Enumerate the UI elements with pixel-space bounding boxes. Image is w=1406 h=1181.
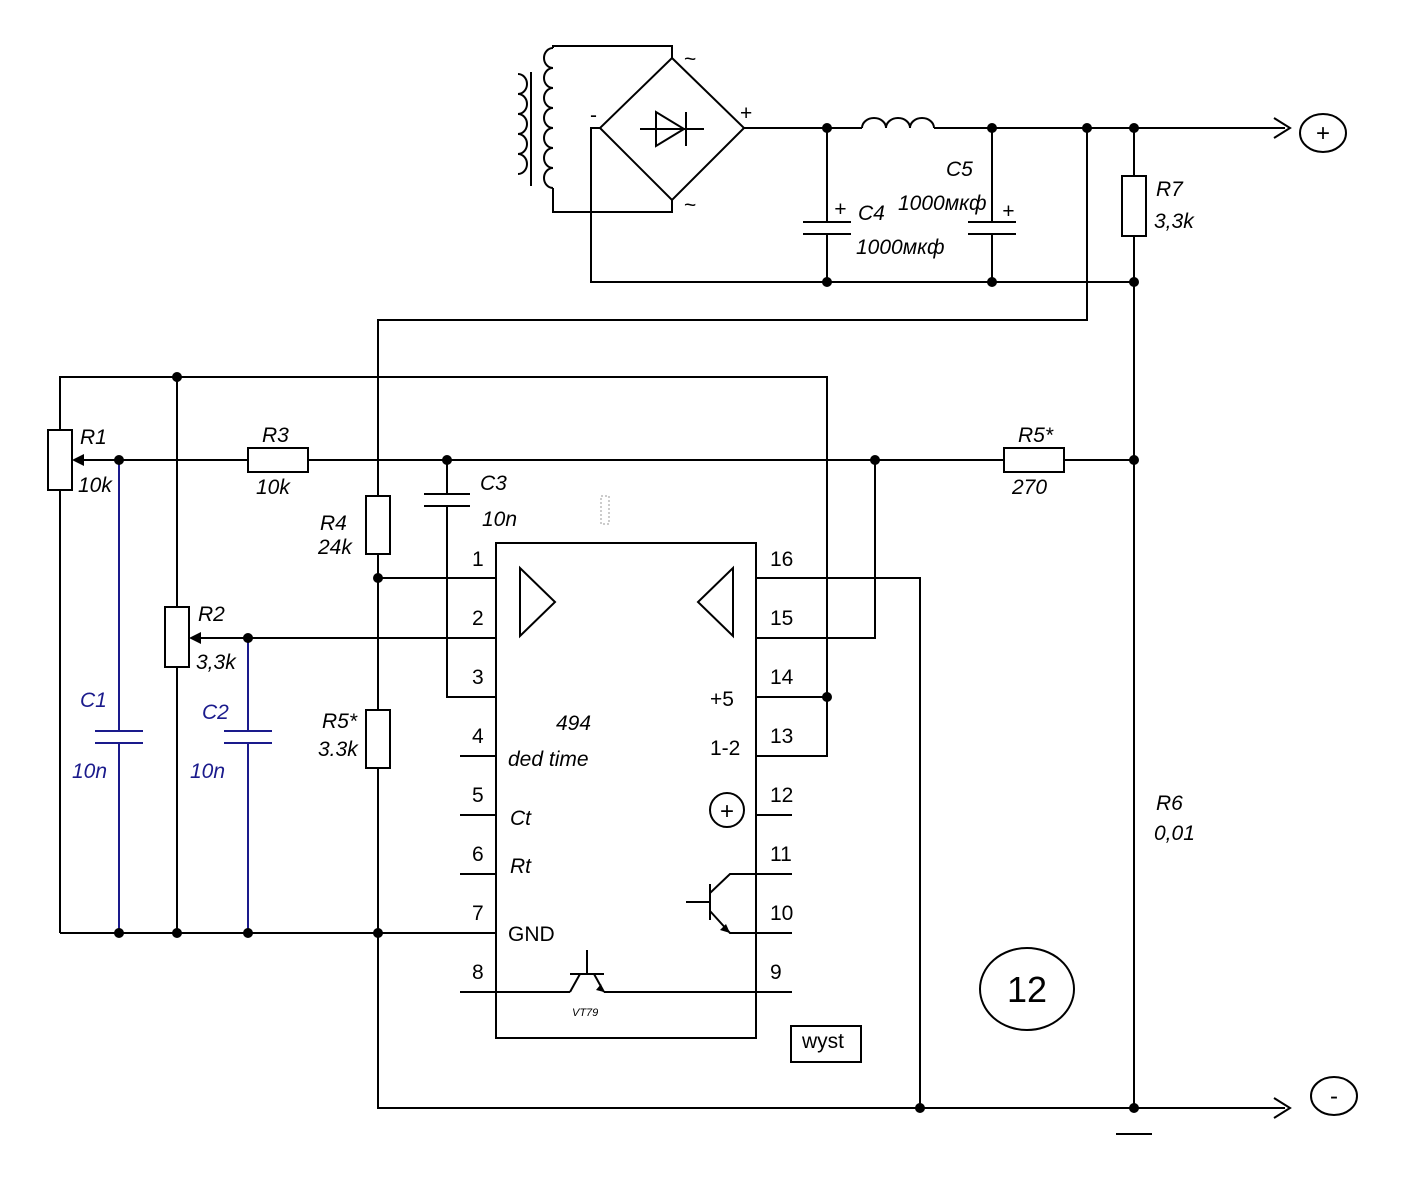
ic-subtitle: ded time [508, 748, 589, 771]
r3-value: 10k [256, 476, 291, 499]
r2-value: 3,3k [196, 651, 237, 674]
ic-name: 494 [556, 712, 591, 735]
ic-pin-15: 15 [770, 607, 793, 630]
ic-internal-plus: + [720, 798, 734, 825]
output-negative-terminal: - [1310, 1076, 1358, 1116]
c5-polarity: + [1002, 200, 1014, 223]
r7-name: R7 [1156, 178, 1184, 201]
bridge-minus-label: - [590, 104, 597, 127]
r5a-value: 270 [1011, 476, 1047, 499]
r6-name: R6 [1156, 792, 1183, 815]
transformer [517, 45, 673, 213]
r5a-name: R5* [1018, 424, 1054, 447]
ic-pin-8: 8 [472, 961, 484, 984]
ic-pin-2: 2 [472, 607, 484, 630]
ic-pin-12: 12 [770, 784, 793, 807]
ic-pin-7: 7 [472, 902, 484, 925]
r2-name: R2 [198, 603, 225, 626]
c4-name: C4 [858, 202, 885, 225]
ic-pin-11: 11 [770, 843, 792, 866]
c3-name: C3 [480, 472, 507, 495]
ic-pin-16: 16 [770, 548, 793, 571]
ic-pin-14: 14 [770, 666, 794, 689]
ic-494: + 1 2 3 4 5 6 7 8 16 15 14 13 12 11 10 9… [460, 542, 794, 1039]
feedback-network [47, 376, 1292, 1135]
r4-value: 24k [317, 536, 353, 559]
junctions [114, 123, 1139, 1113]
ic-label-1-2: 1-2 [710, 737, 740, 760]
wyst-box: wyst [790, 1025, 862, 1063]
ic-pin-4: 4 [472, 725, 484, 748]
bridge-ac-bottom-label: ~ [684, 194, 696, 217]
r6-value: 0,01 [1154, 822, 1195, 845]
c5-name: C5 [946, 158, 973, 181]
ic-pin-5: 5 [472, 784, 484, 807]
r7-value: 3,3k [1154, 210, 1195, 233]
r5b-value: 3.3k [318, 738, 359, 761]
wyst-label: wyst [801, 1030, 844, 1053]
r4-name: R4 [320, 512, 347, 535]
ic-pin-6: 6 [472, 843, 484, 866]
bridge-ac-top-label: ~ [684, 48, 696, 71]
r5b-name: R5* [322, 710, 358, 733]
positive-terminal-label: + [1316, 120, 1330, 147]
c2-name: C2 [202, 701, 229, 724]
c4-polarity: + [834, 198, 846, 221]
selection-marker [600, 495, 610, 525]
diode-bridge: + - ~ ~ [590, 48, 752, 217]
ic-pin-3: 3 [472, 666, 484, 689]
negative-terminal-label: - [1330, 1083, 1338, 1110]
r1-value: 10k [78, 474, 113, 497]
r1-name: R1 [80, 426, 107, 449]
bridge-plus-label: + [740, 102, 752, 125]
c4-value: 1000мкф [856, 236, 945, 259]
output-positive-terminal: + [1299, 113, 1347, 153]
ic-label-ct: Ct [510, 807, 532, 830]
c2-value: 10n [190, 760, 225, 783]
c1-value: 10n [72, 760, 107, 783]
c5-value: 1000мкф [898, 192, 987, 215]
ic-label-gnd: GND [508, 923, 555, 946]
figure-number-badge: 12 [979, 947, 1075, 1031]
ic-label-rt: Rt [510, 855, 532, 878]
ic-transistor-label: VT79 [572, 1007, 598, 1019]
figure-number: 12 [1007, 969, 1047, 1010]
c3-value: 10n [482, 508, 517, 531]
component-labels: R1 10k R2 3,3k R3 10k R4 24k R5* 270 R5*… [72, 158, 1195, 845]
ic-pin-1: 1 [472, 548, 484, 571]
ic-pin-13: 13 [770, 725, 793, 748]
ic-label-plus5: +5 [710, 688, 734, 711]
ic-pin-10: 10 [770, 902, 793, 925]
c1-name: C1 [80, 689, 107, 712]
r3-name: R3 [262, 424, 289, 447]
ic-pin-9: 9 [770, 961, 782, 984]
